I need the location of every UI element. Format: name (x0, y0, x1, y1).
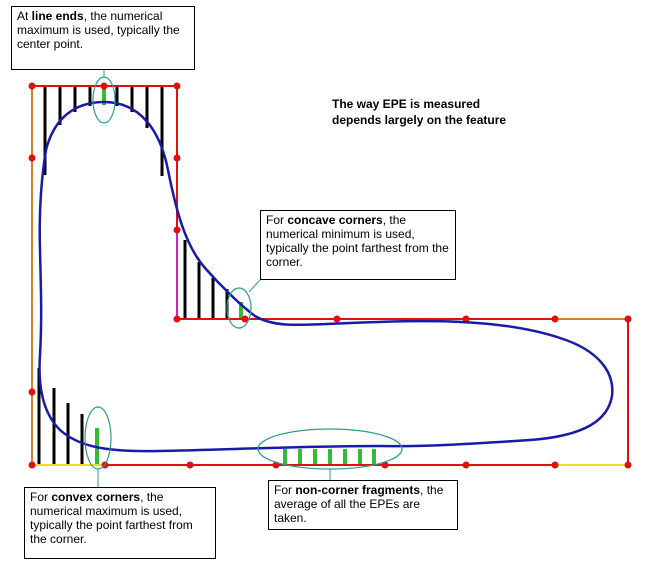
hatch-lines (37, 86, 229, 465)
non-corner-text: , the average of all the EPEs are taken. (274, 483, 444, 525)
concave-lead: For (266, 213, 288, 227)
concave-text: , the numerical minimum is used, typical… (266, 213, 449, 269)
heading-line-2: depends largely on the feature (332, 113, 507, 127)
convex-lead: For (30, 490, 52, 504)
heading-line-1: The way EPE is measured (332, 97, 481, 111)
measure-marks (95, 86, 376, 465)
concave-highlight (226, 287, 252, 329)
concave-emphasis: concave corners (287, 213, 383, 227)
line-ends-emphasis: line ends (31, 9, 84, 23)
convex-text: , the numerical maximum is used, typical… (30, 490, 193, 546)
non-corner-fragments-callout: For non-corner fragments, the average of… (268, 480, 458, 530)
concave-corners-callout: For concave corners, the numerical minim… (260, 210, 456, 280)
convex-corners-callout: For convex corners, the numerical maximu… (24, 487, 216, 559)
line-ends-lead: At (17, 9, 32, 23)
diagram-heading: The way EPE is measured depends largely … (332, 96, 506, 128)
callout-leaders (97, 70, 331, 487)
line-ends-callout: At line ends, the numerical maximum is u… (11, 6, 195, 70)
non-corner-emphasis: non-corner fragments (295, 483, 421, 497)
non-corner-lead: For (274, 483, 296, 497)
line-ends-text: , the numerical maximum is used, typical… (17, 9, 180, 51)
fragment-points (28, 82, 632, 469)
simulated-contour (38, 100, 614, 453)
convex-emphasis: convex corners (51, 490, 141, 504)
